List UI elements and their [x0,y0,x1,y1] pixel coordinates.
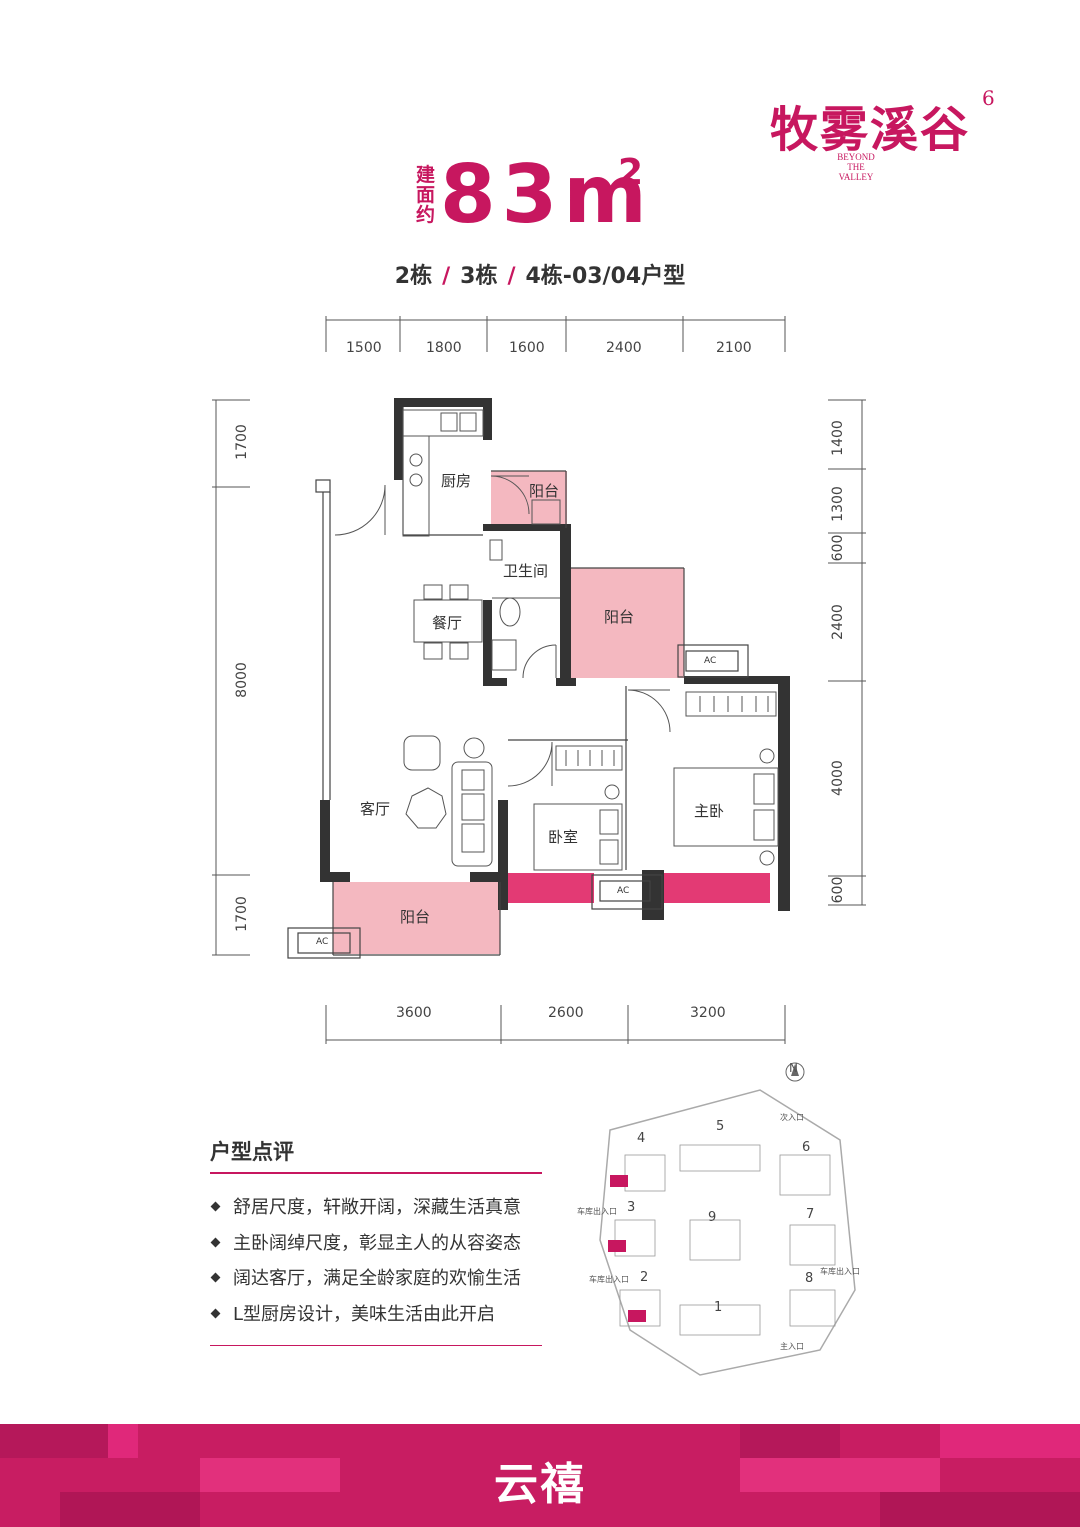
unit-type-separator: / [442,264,451,289]
footer-band [0,1424,1080,1527]
room-living: 客厅 [360,800,391,818]
room-dining: 餐厅 [432,614,463,632]
walls [320,398,790,920]
room-balcony-kitchen: 阳台 [529,482,560,500]
dimension-lines [212,316,866,1044]
room-bedroom: 卧室 [548,828,579,846]
entrance-label: 车库出入口 [820,1267,860,1276]
unit-type-part: 3栋 [460,264,498,289]
ac-label: AC [704,656,717,666]
entrance-label: 主入口 [780,1342,804,1351]
bullet-icon [210,1272,221,1283]
footer-brand: 云禧 [494,1459,586,1510]
bedroom-furniture [533,745,623,871]
dim-bottom-3: 3200 [690,1005,726,1021]
dim-right-6: 600 [830,876,846,904]
dim-top-1: 1500 [346,340,382,356]
unit-type-separator: / [507,264,516,289]
building-7: 7 [806,1207,815,1222]
review-divider [210,1172,542,1174]
dim-top-2: 1800 [426,340,462,356]
dim-top-5: 2100 [716,340,752,356]
logo-subtitle: BEYOND THE VALLEY [837,152,875,182]
room-balcony-bottom: 阳台 [400,908,431,926]
kitchen-fixtures [402,409,561,537]
north-arrow-icon [791,1064,799,1076]
unit-type-title: 2栋 / 3栋 / 4栋-03/04户型 [0,258,1080,290]
ac-label: AC [617,886,630,896]
area-prefix: 建 面 约 [416,164,436,226]
building-1: 1 [714,1300,723,1315]
north-icon [785,1062,805,1082]
dining-table [413,584,483,660]
entrance-label: 次入口 [780,1113,804,1122]
list-item: L型厨房设计，美味生活由此开启 [210,1299,521,1335]
master-furniture [673,691,779,866]
building-2: 2 [640,1270,649,1285]
entrance-label: 车库出入口 [589,1275,629,1284]
list-item: 舒居尺度，轩敞开阔，深藏生活真意 [210,1192,521,1228]
site-plan [599,1062,856,1376]
dim-top-4: 2400 [606,340,642,356]
building-8: 8 [805,1271,814,1286]
window-master [664,873,770,903]
room-balcony-mid: 阳台 [604,608,635,626]
unit-type-part: 2栋 [394,264,433,289]
dim-top-3: 1600 [509,340,545,356]
window-bedroom [508,873,594,903]
floor-plan [212,316,866,1044]
ac-label: AC [316,937,329,947]
highlight-unit-4 [610,1175,628,1187]
north-label: N [789,1061,798,1075]
dim-right-4: 2400 [830,604,846,640]
dim-right-2: 1300 [830,486,846,522]
entrance-label: 车库出入口 [577,1207,617,1216]
area-value: 83m [440,148,653,241]
building-9: 9 [708,1210,717,1225]
list-item: 主卧阔绰尺度，彰显主人的从容姿态 [210,1228,521,1264]
bullet-icon [210,1237,221,1247]
dim-left-1: 1700 [234,424,250,460]
living-furniture [403,735,493,867]
review-title: 户型点评 [210,1140,294,1164]
balcony-bottom-fill [333,882,500,954]
thin-walls [287,407,749,959]
review-list: 舒居尺度，轩敞开阔，深藏生活真意 主卧阔绰尺度，彰显主人的从容姿态 阔达客厅，满… [210,1192,521,1334]
highlight-unit-3 [608,1240,626,1252]
logo-superscript: 6 [982,86,995,110]
site-boundary [599,1089,856,1376]
building-6: 6 [802,1140,811,1155]
dim-bottom-2: 2600 [548,1005,584,1021]
door-arcs [334,475,671,787]
area-superscript: 2 [618,152,644,193]
highlight-unit-2 [628,1310,646,1322]
dim-bottom-1: 3600 [396,1005,432,1021]
bullet-icon [210,1308,221,1318]
bullet-icon [210,1201,221,1212]
building-5: 5 [716,1119,725,1134]
building-4: 4 [637,1131,646,1146]
room-kitchen: 厨房 [441,472,472,490]
dim-right-5: 4000 [830,760,846,796]
review-divider-bottom [210,1345,542,1346]
building-footprints [614,1144,836,1336]
logo: 牧雾溪谷 [770,102,971,158]
dim-left-2: 8000 [234,662,250,698]
building-3: 3 [627,1200,636,1215]
dim-right-3: 600 [830,534,846,562]
room-bathroom: 卫生间 [503,562,549,580]
dim-right-1: 1400 [830,420,846,456]
room-master: 主卧 [694,802,725,820]
balcony-mid-fill [570,568,684,678]
unit-type-part: 4栋-03/04户型 [525,264,686,289]
list-item: 阔达客厅，满足全龄家庭的欢愉生活 [210,1263,521,1299]
bathroom-fixtures [489,539,560,671]
dim-left-3: 1700 [234,896,250,932]
